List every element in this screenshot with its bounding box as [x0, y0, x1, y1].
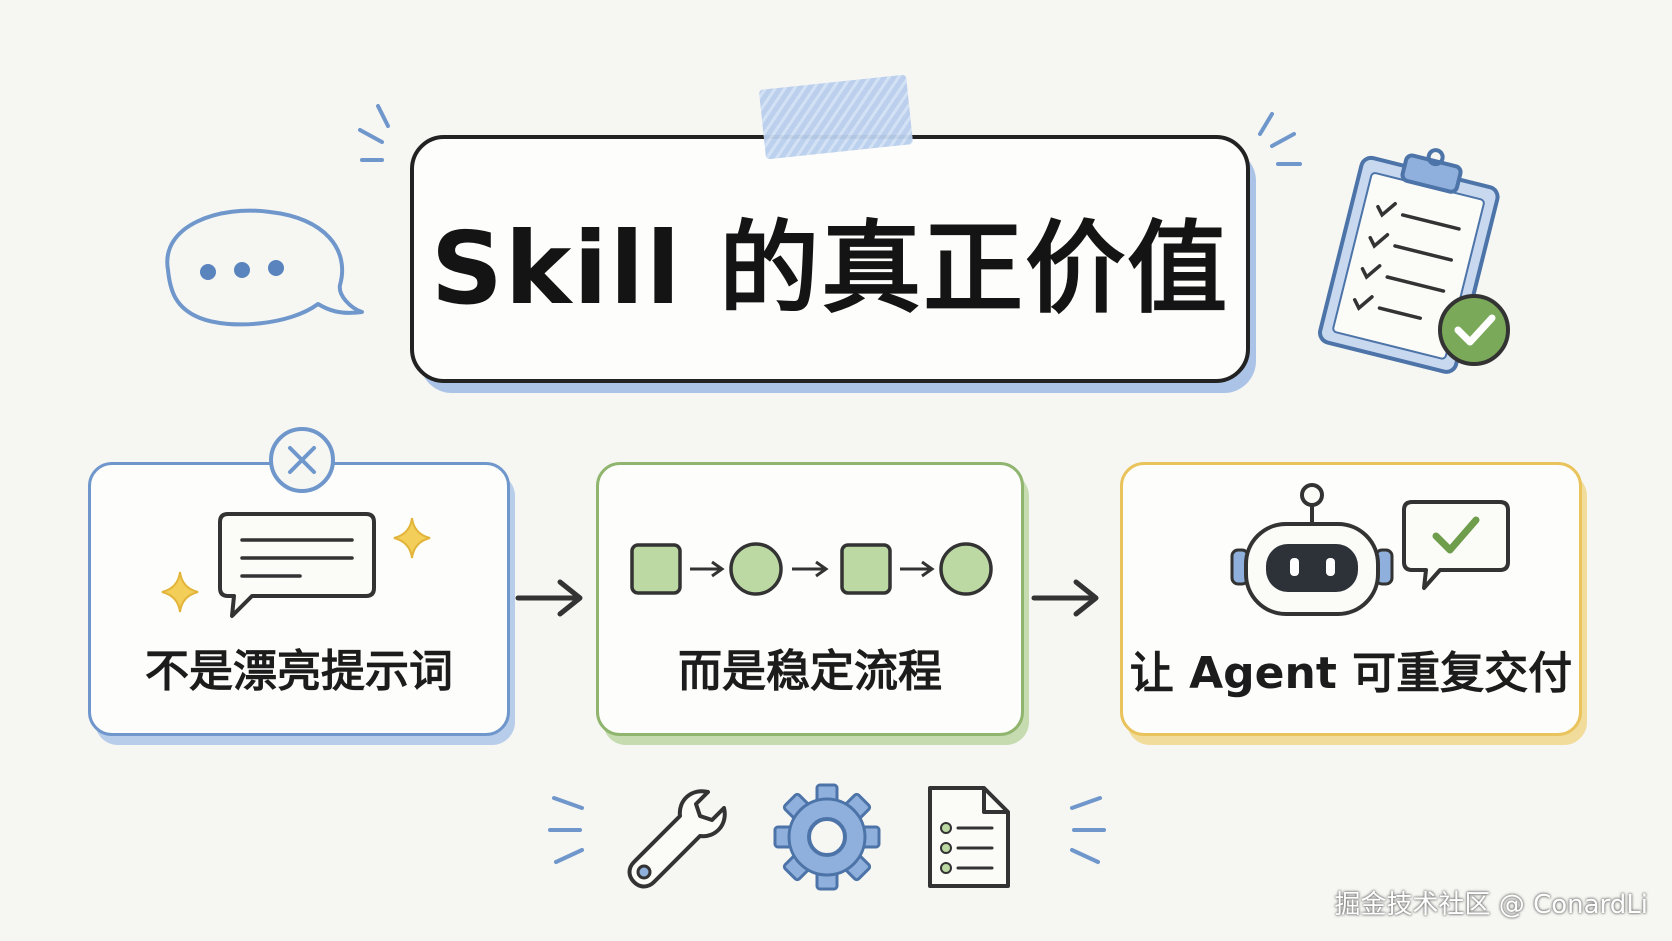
gear-icon — [773, 783, 881, 891]
document-icon — [928, 786, 1010, 888]
clipboard-checklist-icon — [1318, 148, 1510, 374]
message-icon — [218, 512, 376, 618]
spark-lines-right — [1258, 112, 1302, 166]
sparkle-icon — [393, 517, 431, 559]
wrench-icon — [627, 789, 727, 889]
watermark: 掘金技术社区 @ ConardLi — [1334, 890, 1648, 920]
spark-lines-left — [358, 104, 390, 162]
card-label: 而是稳定流程 — [678, 646, 942, 697]
sparkle-icon — [161, 571, 199, 613]
card-label: 不是漂亮提示词 — [145, 646, 453, 697]
arrow-right-icon — [1031, 579, 1099, 617]
page-title: Skill 的真正价值 — [430, 209, 1230, 327]
speech-bubble-icon — [165, 208, 364, 327]
card-not-pretty-prompt: 不是漂亮提示词 — [88, 462, 510, 736]
arrow-right-icon — [515, 579, 583, 617]
card-stable-process: 而是稳定流程 — [596, 462, 1024, 736]
title-card: Skill 的真正价值 — [410, 135, 1250, 383]
check-message-icon — [1402, 500, 1510, 590]
flow-diagram-icon — [630, 542, 993, 596]
spark-lines-bottom-right — [1070, 796, 1106, 864]
card-label: 让 Agent 可重复交付 — [1129, 648, 1573, 699]
spark-lines-bottom-left — [548, 796, 584, 864]
close-icon — [269, 427, 335, 493]
robot-icon — [1230, 483, 1394, 616]
